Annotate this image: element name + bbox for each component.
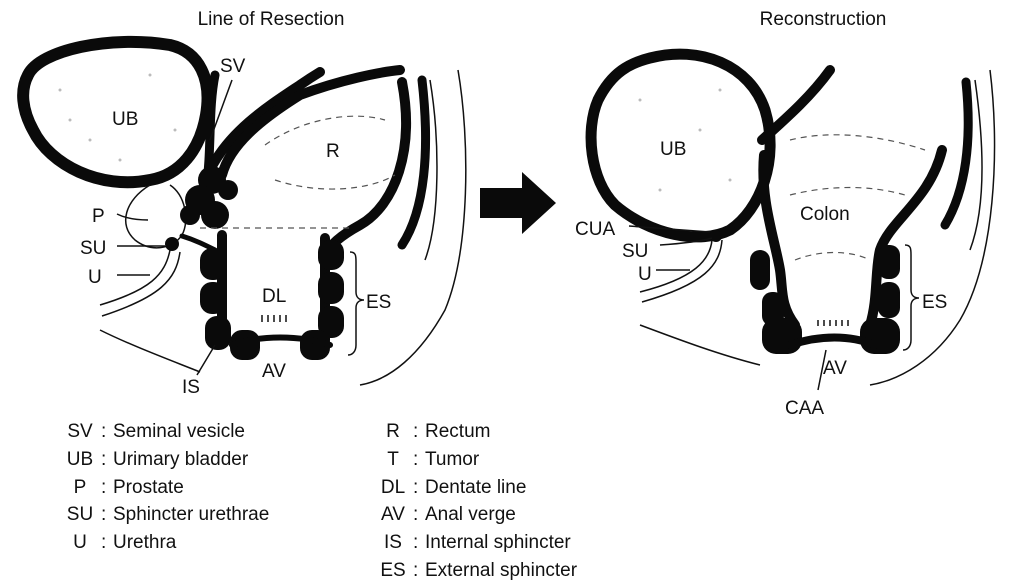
svg-text:Tumor: Tumor <box>425 449 480 470</box>
right-panel-title: Reconstruction <box>760 9 887 30</box>
svg-text:Anal verge: Anal verge <box>425 504 516 525</box>
svg-text:U: U <box>73 532 87 553</box>
svg-text:SV: SV <box>67 421 93 442</box>
right-label-cua: CUA <box>575 219 615 240</box>
svg-text:IS: IS <box>384 532 402 553</box>
right-label-av: AV <box>823 358 847 379</box>
legend-item: IS : Internal sphincter <box>384 532 571 553</box>
legend-item: DL : Dentate line <box>381 477 527 498</box>
legend-item: SU : Sphincter urethrae <box>67 504 270 525</box>
right-label-caa: CAA <box>785 398 824 419</box>
right-label-su: SU <box>622 241 648 262</box>
right-label-colon: Colon <box>800 204 850 225</box>
legend: SV : Seminal vesicle UB : Urimary bladde… <box>67 421 578 581</box>
right-label-ub: UB <box>660 139 686 160</box>
left-label-su: SU <box>80 238 106 259</box>
svg-text:Prostate: Prostate <box>113 477 184 498</box>
left-rectum <box>222 70 406 255</box>
left-label-av: AV <box>262 361 286 382</box>
svg-text:Urethra: Urethra <box>113 532 177 553</box>
right-leader-lines <box>629 226 826 390</box>
right-label-es: ES <box>922 292 947 313</box>
left-external-sphincter <box>230 330 330 360</box>
left-label-p: P <box>92 206 105 227</box>
legend-item: UB : Urimary bladder <box>67 449 249 470</box>
svg-text:ES: ES <box>380 560 405 581</box>
legend-item: U : Urethra <box>73 532 177 553</box>
left-label-is: IS <box>182 377 200 398</box>
svg-text:P: P <box>74 477 87 498</box>
svg-text:R: R <box>386 421 400 442</box>
svg-text::: : <box>101 477 106 498</box>
left-panel: Line of Resection <box>23 9 466 398</box>
svg-text:External sphincter: External sphincter <box>425 560 578 581</box>
legend-item: P : Prostate <box>74 477 184 498</box>
svg-text:Sphincter urethrae: Sphincter urethrae <box>113 504 269 525</box>
svg-text::: : <box>413 421 418 442</box>
left-label-u: U <box>88 267 102 288</box>
svg-text::: : <box>101 449 106 470</box>
svg-text:Dentate line: Dentate line <box>425 477 526 498</box>
right-label-u: U <box>638 264 652 285</box>
legend-item: SV : Seminal vesicle <box>67 421 245 442</box>
right-colon <box>762 70 942 325</box>
right-arrow-icon <box>480 172 556 234</box>
svg-text::: : <box>413 560 418 581</box>
legend-column-right: R : Rectum T : Tumor DL : Dentate line A… <box>380 421 577 581</box>
svg-text::: : <box>413 504 418 525</box>
right-panel: Reconstruction <box>575 9 995 419</box>
left-label-r: R <box>326 141 340 162</box>
svg-text:AV: AV <box>381 504 405 525</box>
svg-text:DL: DL <box>381 477 405 498</box>
left-prostate <box>126 185 186 248</box>
legend-item: R : Rectum <box>386 421 490 442</box>
svg-text:T: T <box>387 449 399 470</box>
left-tumor <box>180 166 238 229</box>
left-rectourethral-line <box>182 236 215 250</box>
legend-item: T : Tumor <box>387 449 480 470</box>
legend-item: AV : Anal verge <box>381 504 516 525</box>
svg-text:Seminal vesicle: Seminal vesicle <box>113 421 245 442</box>
left-label-dl: DL <box>262 286 286 307</box>
left-urethra <box>100 250 180 316</box>
svg-text:Urimary bladder: Urimary bladder <box>113 449 249 470</box>
left-label-es: ES <box>366 292 391 313</box>
left-label-sv: SV <box>220 56 246 77</box>
svg-text:Internal sphincter: Internal sphincter <box>425 532 571 553</box>
svg-text:UB: UB <box>67 449 93 470</box>
left-sphincter-urethrae <box>165 237 179 251</box>
left-es-brace <box>348 252 364 355</box>
right-urethra <box>640 240 722 302</box>
svg-text::: : <box>101 504 106 525</box>
legend-item: ES : External sphincter <box>380 560 577 581</box>
svg-text::: : <box>413 449 418 470</box>
right-caa-fringe <box>818 320 848 326</box>
svg-text::: : <box>413 477 418 498</box>
right-sphincter-urethrae <box>710 230 722 242</box>
legend-column-left: SV : Seminal vesicle UB : Urimary bladde… <box>67 421 270 553</box>
right-cua-knot <box>725 225 735 235</box>
svg-text::: : <box>101 421 106 442</box>
left-label-ub: UB <box>112 109 138 130</box>
svg-text::: : <box>413 532 418 553</box>
svg-text:Rectum: Rectum <box>425 421 490 442</box>
right-es-brace <box>903 245 919 350</box>
svg-text::: : <box>101 532 106 553</box>
left-panel-title: Line of Resection <box>198 9 345 30</box>
svg-text:SU: SU <box>67 504 93 525</box>
